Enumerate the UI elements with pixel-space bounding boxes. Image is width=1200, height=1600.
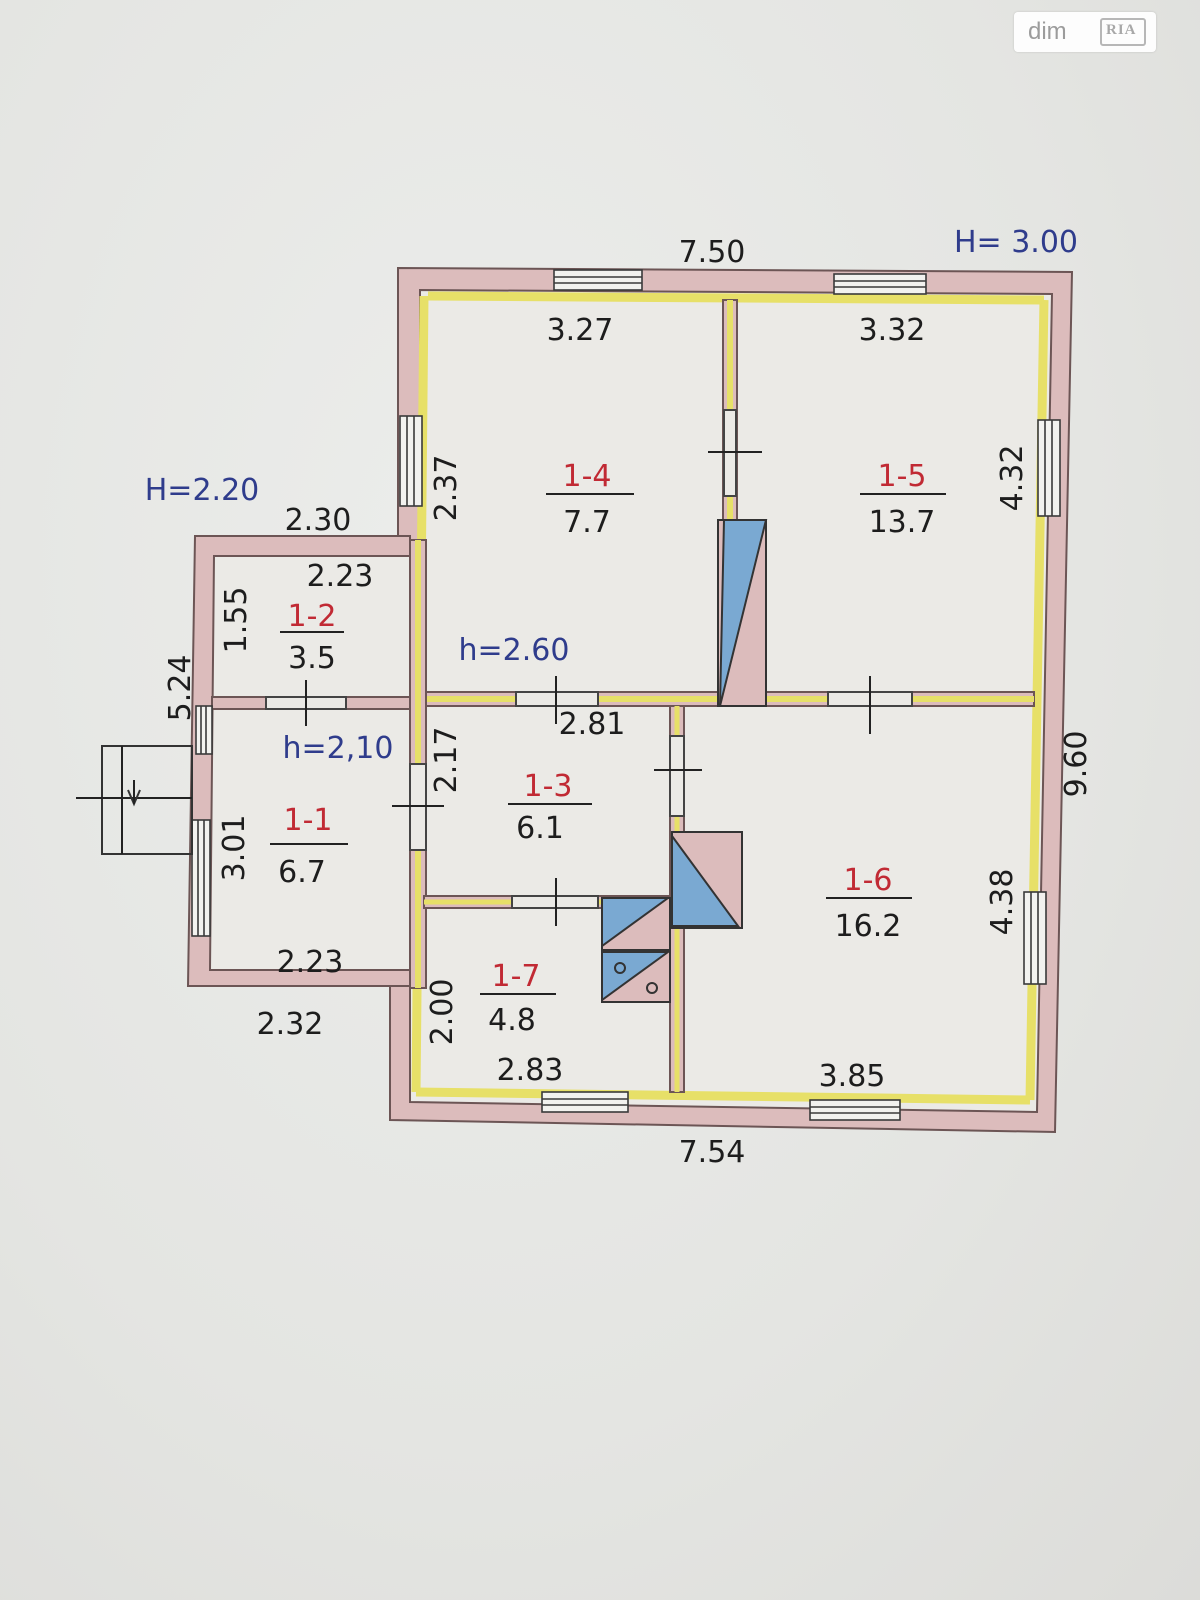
- dim-1-6-bottom: 3.85: [819, 1059, 886, 1094]
- room-id: 1-7: [492, 959, 541, 994]
- room-id: 1-2: [288, 599, 337, 634]
- room-1-3-label: 1-3 6.1: [508, 769, 592, 846]
- room-area: 13.7: [869, 505, 936, 540]
- room-area: 4.8: [488, 1003, 536, 1038]
- watermark-text: dim: [1028, 18, 1067, 45]
- room-id: 1-6: [844, 863, 893, 898]
- dim-annex-bottom: 2.32: [257, 1007, 324, 1042]
- dim-1-1-right-side: 3.01: [217, 815, 252, 882]
- stoves: [601, 519, 768, 1003]
- room-1-5-label: 1-5 13.7: [860, 459, 946, 540]
- dim-1-2-top: 2.23: [307, 559, 374, 594]
- window-bottom-right: [809, 1099, 901, 1121]
- dim-outer-top: 7.50: [679, 235, 746, 270]
- room-1-4-label: 1-4 7.7: [546, 459, 634, 540]
- burner-icon: [614, 962, 626, 974]
- watermark-logo: RIA: [1100, 18, 1146, 46]
- stove-1-4-1-5: [717, 519, 768, 707]
- height-room-1-1: h=2,10: [283, 731, 394, 766]
- dim-1-3-left: 2.17: [429, 727, 464, 794]
- dim-1-3-bottom: 2.81: [559, 707, 626, 742]
- dim-annex-left: 5.24: [163, 655, 198, 722]
- dim-1-7-bottom: 2.83: [497, 1053, 564, 1088]
- dim-1-5-top: 3.32: [859, 313, 926, 348]
- dim-1-4-left: 2.37: [429, 455, 464, 522]
- room-1-7-label: 1-7 4.8: [480, 959, 556, 1038]
- room-labels: 1-4 7.7 1-5 13.7 1-2 3.5 1-3 6.1 1-1: [270, 459, 946, 1038]
- room-1-2-label: 1-2 3.5: [280, 599, 344, 676]
- stove-1-6: [671, 831, 743, 929]
- window-right-upper: [1037, 419, 1061, 517]
- windows: [191, 269, 1061, 1121]
- room-area: 7.7: [563, 505, 611, 540]
- lining-bottom: [415, 1087, 1031, 1105]
- height-room-1-3: h=2.60: [459, 633, 570, 668]
- window-top-left: [553, 269, 643, 291]
- dim-outer-right: 9.60: [1059, 731, 1094, 798]
- window-left-wall-1-4: [399, 415, 423, 507]
- dim-1-2-left: 1.55: [219, 587, 254, 654]
- dim-1-5-right: 4.32: [995, 445, 1030, 512]
- dim-outer-bottom: 7.54: [679, 1135, 746, 1170]
- room-id: 1-5: [878, 459, 927, 494]
- door-1-6-1-5: [827, 676, 913, 734]
- room-area: 16.2: [835, 909, 902, 944]
- window-bottom-left: [541, 1091, 629, 1113]
- height-annex: H=2.20: [145, 473, 260, 508]
- window-annex-left-upper: [195, 705, 213, 755]
- door-1-1-1-3: [392, 763, 444, 851]
- room-id: 1-1: [284, 803, 333, 838]
- dim-1-4-top: 3.27: [547, 313, 614, 348]
- room-area: 6.1: [516, 811, 564, 846]
- stove-1-7: [601, 897, 672, 1003]
- dim-1-7-left: 2.00: [425, 979, 460, 1046]
- dimension-labels: 7.50 7.54 2.30 2.32 9.60 5.24 3.27 2.37 …: [163, 235, 1094, 1170]
- window-annex-left: [191, 819, 211, 937]
- door-1-3-1-7: [511, 878, 599, 926]
- burner-icon: [646, 982, 658, 994]
- dim-1-1-bottom: 2.23: [277, 945, 344, 980]
- room-1-1-label: 1-1 6.7: [270, 803, 348, 890]
- window-top-right: [833, 273, 927, 295]
- doors: [76, 409, 913, 926]
- watermark-badge: dim RIA: [1014, 12, 1156, 52]
- door-1-3-1-4: [515, 676, 599, 724]
- room-id: 1-4: [563, 459, 612, 494]
- room-area: 3.5: [288, 641, 336, 676]
- dim-1-6-right: 4.38: [985, 869, 1020, 936]
- room-area: 6.7: [278, 855, 326, 890]
- room-id: 1-3: [524, 769, 573, 804]
- door-1-4-1-5: [708, 409, 762, 497]
- room-1-6-label: 1-6 16.2: [826, 863, 912, 944]
- dim-annex-top: 2.30: [285, 503, 352, 538]
- height-labels: H= 3.00 H=2.20 h=2.60 h=2,10: [145, 225, 1078, 766]
- door-1-3-1-6: [654, 735, 702, 817]
- window-right-lower: [1023, 891, 1047, 985]
- entrance-porch: [76, 745, 193, 855]
- door-1-2-1-1: [265, 680, 347, 726]
- height-main: H= 3.00: [954, 225, 1078, 260]
- lining-top: [427, 291, 1045, 305]
- watermark-logo-text: RIA: [1106, 22, 1137, 38]
